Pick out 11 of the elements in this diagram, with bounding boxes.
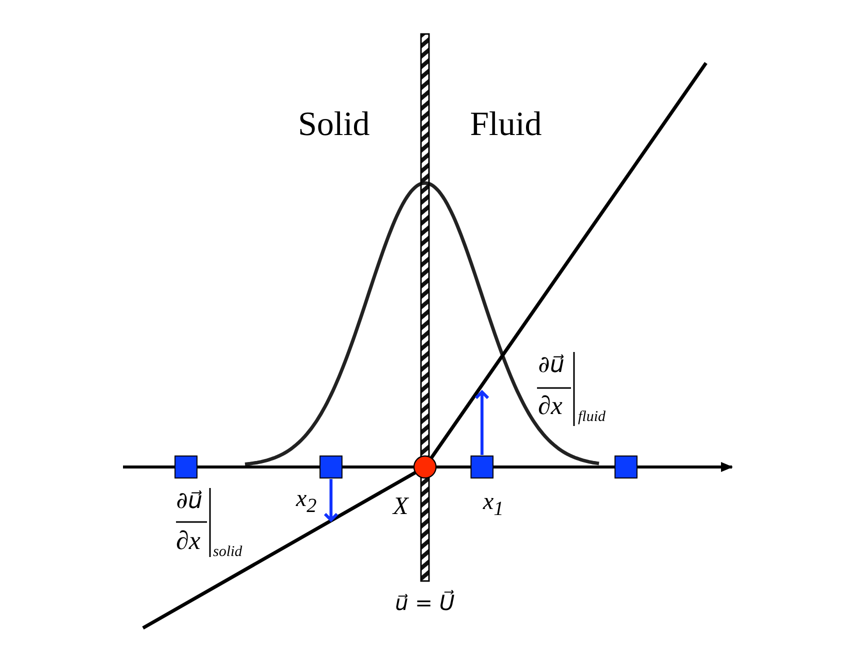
point-label: X [393,494,408,519]
derivative-denominator: ∂x [538,393,562,419]
derivative-numerator: ∂u⃗ [176,490,202,513]
subscript-label: solid [213,545,242,560]
derivative-numerator: ∂u⃗ [538,354,564,377]
region-label: Solid [298,108,370,142]
region-label: Fluid [470,108,542,142]
subscript-label: fluid [578,410,606,425]
point-label: x$_{2}$ [296,487,317,516]
point-label: x$_{1}$ [483,490,504,519]
derivative-denominator: ∂x [176,528,200,554]
